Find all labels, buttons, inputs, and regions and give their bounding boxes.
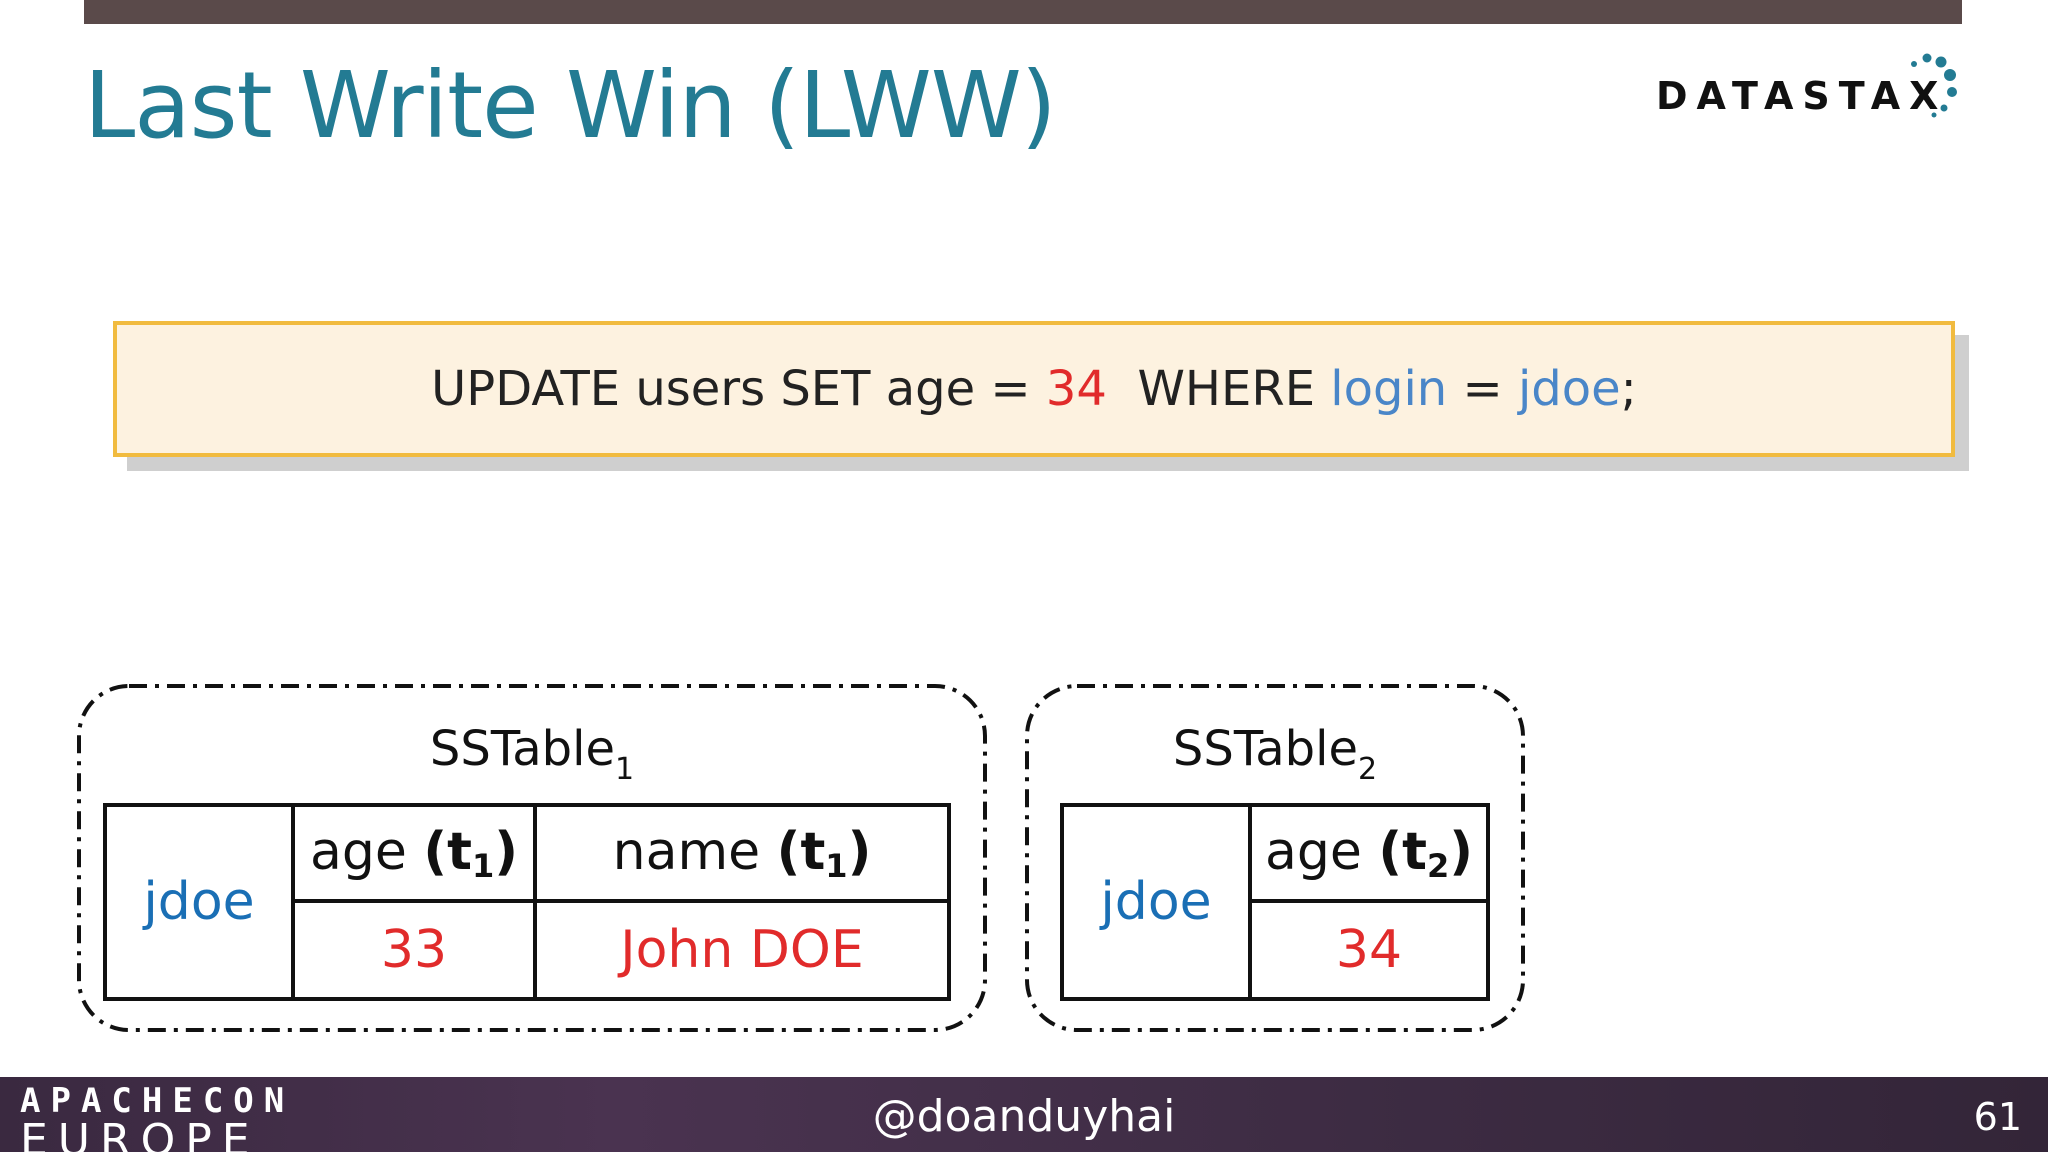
page-number: 61 <box>1973 1095 2022 1139</box>
query-part2: WHERE <box>1106 361 1331 417</box>
query-eq: = <box>1447 361 1518 417</box>
slide-title: Last Write Win (LWW) <box>84 52 1057 159</box>
sstable1-age-value: 33 <box>291 899 537 1001</box>
sstable2-group: SSTable2 jdoe age (t2) 34 <box>1024 683 1526 1033</box>
sstable2-col-age-header: age (t2) <box>1248 803 1490 903</box>
query-value: 34 <box>1045 361 1107 417</box>
speaker-handle: @doanduyhai <box>872 1091 1176 1142</box>
query-column: login <box>1330 361 1448 417</box>
cql-update-statement: UPDATE users SET age = 34 WHERE login = … <box>113 321 1955 457</box>
datastax-dots-icon <box>1911 53 1957 118</box>
query-end: ; <box>1620 361 1637 417</box>
sstable2-age-value: 34 <box>1248 899 1490 1001</box>
sstable2-table: jdoe age (t2) 34 <box>1060 803 1490 1001</box>
sstable1-col-name-header: name (t1) <box>533 803 951 903</box>
apachecon-logo-line1: APACHECON <box>20 1081 295 1121</box>
sstable2-row-key: jdoe <box>1060 803 1252 1001</box>
datastax-logo-text: DATASTAX <box>1656 74 1948 118</box>
sstable1-name-value: John DOE <box>533 899 951 1001</box>
datastax-logo: DATASTAX <box>1654 50 1974 130</box>
sstable1-group: SSTable1 jdoe age (t1) name (t1) 33 John… <box>76 683 988 1033</box>
sstable1-title: SSTable1 <box>429 721 635 787</box>
sstable1-row-key: jdoe <box>103 803 295 1001</box>
sstable1-table: jdoe age (t1) name (t1) 33 John DOE <box>103 803 951 1001</box>
sstable2-dashed-border <box>1025 684 1525 1032</box>
query-key: jdoe <box>1517 361 1621 417</box>
top-bar <box>84 0 1962 24</box>
sstable1-col-age-header: age (t1) <box>291 803 537 903</box>
footer-bar: APACHECON EUROPE @doanduyhai 61 <box>0 1077 2048 1166</box>
sstable2-title: SSTable2 <box>1172 721 1378 787</box>
sstable1-dashed-border <box>77 684 987 1032</box>
query-part1: UPDATE users SET age = <box>431 361 1046 417</box>
